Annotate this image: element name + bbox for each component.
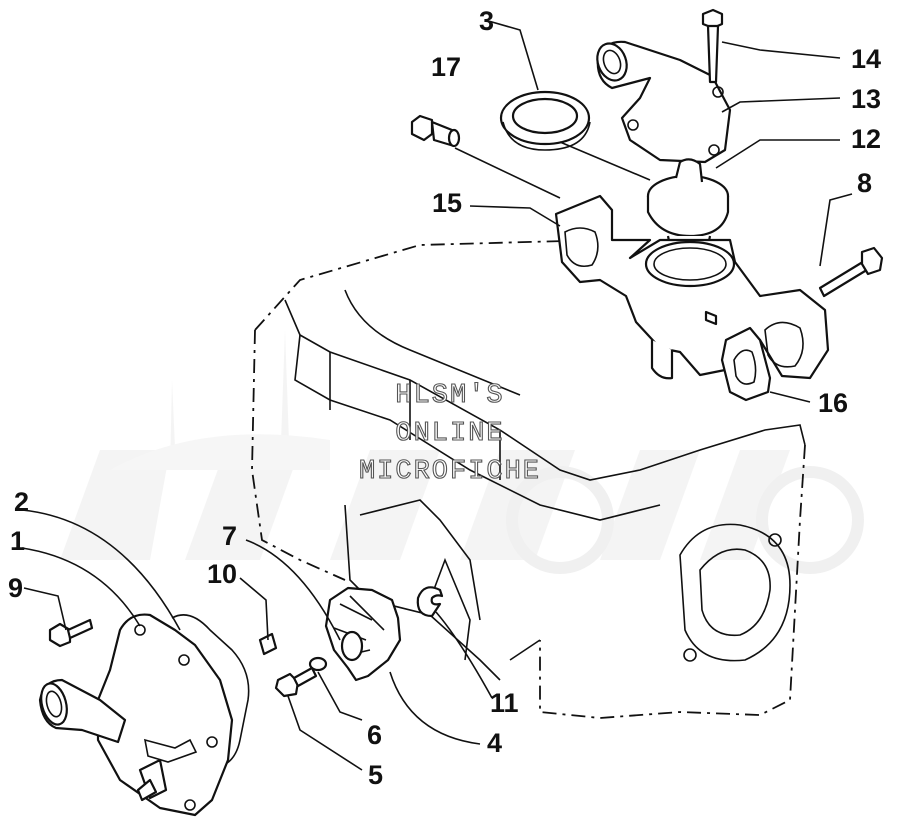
callout-7: 7 bbox=[222, 521, 237, 551]
callout-14: 14 bbox=[851, 44, 881, 74]
bleed-screw-part bbox=[410, 114, 461, 148]
pump-cover-part bbox=[38, 613, 250, 817]
watermark-line-1: HLSM'S bbox=[395, 381, 504, 411]
watermark-line-2: ONLINE bbox=[395, 419, 504, 449]
callout-4: 4 bbox=[487, 728, 502, 758]
washer-bolt-part bbox=[274, 656, 328, 698]
thermostat-part bbox=[646, 158, 730, 248]
callout-8: 8 bbox=[857, 168, 872, 198]
callout-5: 5 bbox=[368, 760, 383, 790]
cover-bolt-part bbox=[48, 618, 94, 648]
circlip-part bbox=[416, 586, 444, 618]
callout-9: 9 bbox=[8, 573, 23, 603]
callout-13: 13 bbox=[851, 84, 881, 114]
callout-3: 3 bbox=[479, 6, 494, 36]
callout-labels: 2 1 9 10 7 6 5 4 11 17 3 15 14 13 12 8 1… bbox=[8, 6, 881, 790]
watermark-logo bbox=[60, 330, 864, 574]
callout-11: 11 bbox=[490, 688, 519, 718]
impeller-part bbox=[324, 586, 402, 682]
thermostat-seal-part bbox=[499, 90, 591, 151]
callout-15: 15 bbox=[432, 188, 462, 218]
callout-12: 12 bbox=[851, 124, 881, 154]
callout-2: 2 bbox=[14, 487, 29, 517]
callout-10: 10 bbox=[207, 559, 237, 589]
manifold-bolt-part bbox=[818, 246, 884, 298]
housing-bolt-part bbox=[701, 8, 724, 84]
watermark-line-3: MICROFICHE bbox=[359, 457, 541, 487]
callout-17: 17 bbox=[431, 52, 461, 82]
manifold-gasket-part bbox=[720, 326, 772, 402]
water-manifold-part bbox=[554, 194, 830, 380]
housing-cover-part bbox=[596, 40, 732, 164]
watermark-text: HLSM'S ONLINE MICROFICHE bbox=[358, 380, 541, 487]
callout-16: 16 bbox=[818, 388, 848, 418]
callout-1: 1 bbox=[10, 526, 25, 556]
leader-lines bbox=[21, 19, 853, 771]
callout-6: 6 bbox=[367, 720, 382, 750]
